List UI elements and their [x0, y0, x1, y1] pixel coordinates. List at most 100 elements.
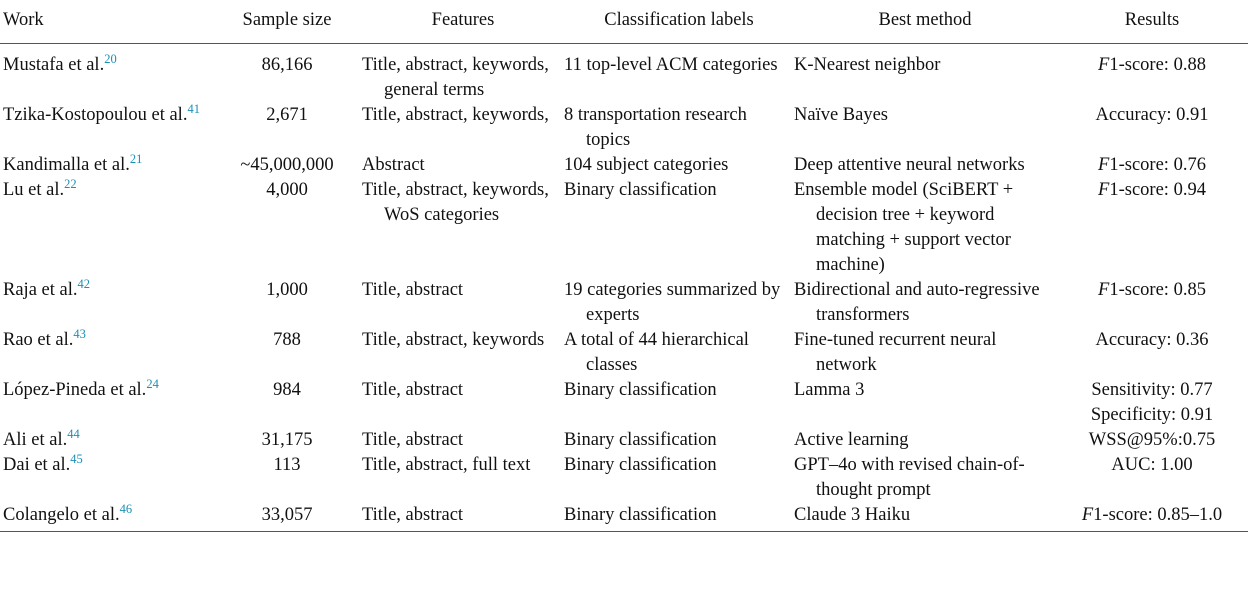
cell-labels-text: 8 transportation research topics — [564, 105, 747, 150]
cell-work: Rao et al.43 — [0, 328, 212, 378]
result-metric: F — [1098, 155, 1110, 175]
cell-labels-text: Binary classification — [564, 455, 717, 475]
reference-link[interactable]: 44 — [67, 427, 80, 441]
cell-sample-size: 1,000 — [266, 280, 308, 300]
result-value: 1-score: 0.94 — [1109, 180, 1206, 200]
work-citation: Mustafa et al.20 — [3, 53, 212, 78]
cell-method: Naïve Bayes — [794, 103, 1056, 153]
cell-labels: Binary classification — [564, 503, 794, 532]
result-value: Accuracy: 0.36 — [1095, 330, 1209, 350]
cell-sample-size: ~45,000,000 — [240, 155, 334, 175]
work-author: Kandimalla et al. — [3, 155, 130, 175]
cell-method: Ensemble model (SciBERT + decision tree … — [794, 178, 1056, 278]
cell-features: Title, abstract — [362, 503, 564, 532]
cell-labels: Binary classification — [564, 378, 794, 428]
cell-labels: A total of 44 hierarchical classes — [564, 328, 794, 378]
cell-features: Title, abstract, keywords, WoS categorie… — [362, 178, 564, 278]
result-metric: F — [1081, 505, 1094, 525]
cell-features-text: Title, abstract — [362, 430, 464, 450]
result-metric: F — [1098, 280, 1110, 300]
cell-features-text: Title, abstract, full text — [362, 455, 531, 475]
cell-work: Mustafa et al.20 — [0, 44, 212, 104]
work-author: Tzika-Kostopoulou et al. — [3, 105, 188, 125]
cell-sample-size: 31,175 — [261, 430, 313, 450]
result-value: 1-score: 0.85–1.0 — [1093, 505, 1223, 525]
cell-method-text: Fine-tuned recurrent neural network — [794, 330, 997, 375]
reference-link[interactable]: 24 — [146, 377, 159, 391]
cell-method: Fine-tuned recurrent neural network — [794, 328, 1056, 378]
cell-features: Title, abstract — [362, 428, 564, 453]
reference-link[interactable]: 45 — [70, 452, 83, 466]
result-value: 1-score: 0.76 — [1109, 155, 1206, 175]
cell-sample-size: 113 — [273, 455, 301, 475]
cell-labels: 11 top-level ACM categories — [564, 44, 794, 104]
cell-method-text: GPT–4o with revised chain-of-thought pro… — [794, 455, 1025, 500]
cell-features: Title, abstract — [362, 278, 564, 328]
cell-work: Colangelo et al.46 — [0, 503, 212, 532]
cell-features-text: Abstract — [362, 155, 425, 175]
cell-results: F1-score: 0.94 — [1056, 178, 1248, 278]
table-row: Rao et al.43 788 Title, abstract, keywords… — [0, 328, 1248, 378]
result-value: Sensitivity: 0.77 Specificity: 0.91 — [1090, 380, 1214, 425]
reference-link[interactable]: 21 — [129, 152, 143, 166]
cell-results: WSS@95%:0.75 — [1056, 428, 1248, 453]
cell-method: GPT–4o with revised chain-of-thought pro… — [794, 453, 1056, 503]
work-citation: Lu et al.22 — [3, 178, 212, 203]
reference-link[interactable]: 20 — [104, 52, 117, 66]
result-value: 1-score: 0.85 — [1109, 280, 1206, 300]
work-author: Dai et al. — [3, 455, 71, 475]
work-citation: Colangelo et al.46 — [3, 503, 212, 528]
cell-labels: 19 categories summarized by experts — [564, 278, 794, 328]
cell-work: Lu et al.22 — [0, 178, 212, 278]
result-value: 1-score: 0.88 — [1109, 55, 1206, 75]
cell-method-text: Naïve Bayes — [794, 105, 889, 125]
cell-labels-text: Binary classification — [564, 430, 717, 450]
cell-method: Claude 3 Haiku — [794, 503, 1056, 532]
work-author: Mustafa et al. — [3, 55, 105, 75]
header-sample-size: Sample size — [212, 0, 362, 44]
cell-sample-size: 788 — [273, 330, 301, 350]
cell-features: Title, abstract, keywords, — [362, 103, 564, 153]
cell-method-text: Bidirectional and auto-regressive transf… — [794, 280, 1040, 325]
cell-labels: 8 transportation research topics — [564, 103, 794, 153]
work-author: Ali et al. — [3, 430, 68, 450]
reference-link[interactable]: 46 — [119, 502, 133, 516]
cell-labels-text: Binary classification — [564, 380, 717, 400]
reference-link[interactable]: 42 — [77, 277, 90, 291]
cell-features-text: Title, abstract, keywords — [362, 330, 545, 350]
cell-features-text: Title, abstract — [362, 280, 464, 300]
cell-features-text: Title, abstract — [362, 505, 464, 525]
work-author: Colangelo et al. — [3, 505, 120, 525]
cell-labels-text: 11 top-level ACM categories — [564, 55, 778, 75]
cell-sample-size: 33,057 — [212, 503, 362, 532]
cell-results: Accuracy: 0.91 — [1056, 103, 1248, 153]
cell-results: F1-score: 0.85–1.0 — [1056, 503, 1248, 532]
work-citation: Raja et al.42 — [3, 278, 212, 303]
work-citation: Ali et al.44 — [3, 428, 212, 453]
cell-method: Deep attentive neural networks — [794, 153, 1056, 178]
header-work: Work — [0, 0, 212, 44]
cell-method: Active learning — [794, 428, 1056, 453]
table-row: Ali et al.44 31,175 Title, abstract Binary … — [0, 428, 1248, 453]
cell-method-text: K-Nearest neighbor — [794, 55, 941, 75]
cell-labels: 104 subject categories — [564, 153, 794, 178]
reference-link[interactable]: 43 — [73, 327, 86, 341]
work-author: Raja et al. — [3, 280, 78, 300]
reference-link[interactable]: 22 — [64, 177, 77, 191]
cell-labels-text: 104 subject categories — [564, 155, 729, 175]
cell-results: F1-score: 0.88 — [1056, 44, 1248, 104]
cell-features: Abstract — [362, 153, 564, 178]
cell-method-text: Deep attentive neural networks — [794, 155, 1025, 175]
cell-results: Accuracy: 0.36 — [1056, 328, 1248, 378]
work-citation: López-Pineda et al.24 — [3, 378, 212, 403]
cell-labels-text: Binary classification — [564, 505, 717, 525]
reference-link[interactable]: 41 — [187, 102, 200, 116]
cell-sample-size: 86,166 — [261, 55, 313, 75]
result-value: AUC: 1.00 — [1111, 455, 1193, 475]
